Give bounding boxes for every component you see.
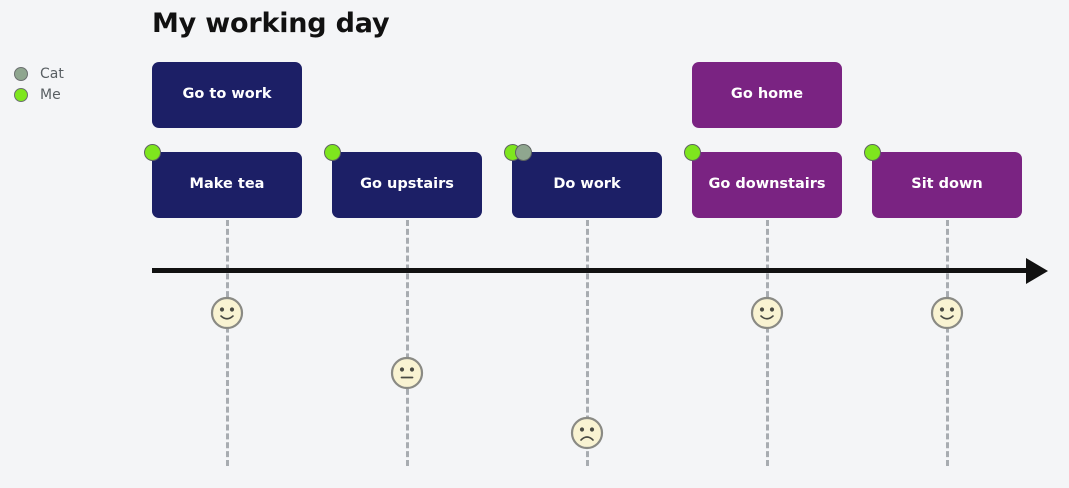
actor-dots bbox=[684, 144, 701, 161]
legend-swatch-me-icon bbox=[14, 87, 28, 102]
mood-face-happy-make-tea bbox=[210, 296, 244, 330]
legend-item-me[interactable]: Me bbox=[14, 84, 64, 105]
task-box-make-tea[interactable]: Make tea bbox=[144, 144, 302, 218]
task-box-go-downstairs[interactable]: Go downstairs bbox=[684, 144, 842, 218]
actor-dot-me-icon bbox=[144, 144, 161, 161]
legend: Cat Me bbox=[14, 63, 64, 105]
task-box-sit-down[interactable]: Sit down bbox=[864, 144, 1022, 218]
tick-line-go-upstairs bbox=[406, 220, 409, 466]
tick-line-make-tea bbox=[226, 220, 229, 466]
actor-dots bbox=[864, 144, 881, 161]
task-box-do-work[interactable]: Do work bbox=[504, 144, 662, 218]
actor-dots bbox=[324, 144, 341, 161]
legend-label-me: Me bbox=[40, 86, 61, 103]
actor-dot-me-icon bbox=[864, 144, 881, 161]
legend-swatch-cat-icon bbox=[14, 66, 28, 81]
task-label: Go upstairs bbox=[360, 176, 454, 193]
task-label: Go downstairs bbox=[708, 176, 826, 193]
task-label: Sit down bbox=[911, 176, 983, 193]
task-box-go-upstairs[interactable]: Go upstairs bbox=[324, 144, 482, 218]
mood-face-happy-go-downstairs bbox=[750, 296, 784, 330]
mood-face-neutral-go-upstairs bbox=[390, 356, 424, 390]
mood-face-sad-do-work bbox=[570, 416, 604, 450]
actor-dots bbox=[504, 144, 532, 161]
actor-dots bbox=[144, 144, 161, 161]
legend-label-cat: Cat bbox=[40, 65, 64, 82]
task-label: Go to work bbox=[182, 86, 272, 103]
tick-line-go-downstairs bbox=[766, 220, 769, 466]
tick-line-do-work bbox=[586, 220, 589, 466]
mood-face-happy-sit-down bbox=[930, 296, 964, 330]
legend-item-cat[interactable]: Cat bbox=[14, 63, 64, 84]
task-label: Do work bbox=[553, 176, 621, 193]
task-box-go-to-work[interactable]: Go to work bbox=[152, 62, 302, 128]
task-label: Make tea bbox=[189, 176, 265, 193]
timeline-axis bbox=[152, 268, 1032, 273]
task-label: Go home bbox=[730, 86, 804, 103]
task-box-go-home[interactable]: Go home bbox=[692, 62, 842, 128]
timeline-arrow-icon bbox=[1026, 258, 1048, 284]
page-title: My working day bbox=[152, 8, 390, 39]
actor-dot-me-icon bbox=[324, 144, 341, 161]
tick-line-sit-down bbox=[946, 220, 949, 466]
actor-dot-me-icon bbox=[684, 144, 701, 161]
actor-dot-cat-icon bbox=[515, 144, 532, 161]
